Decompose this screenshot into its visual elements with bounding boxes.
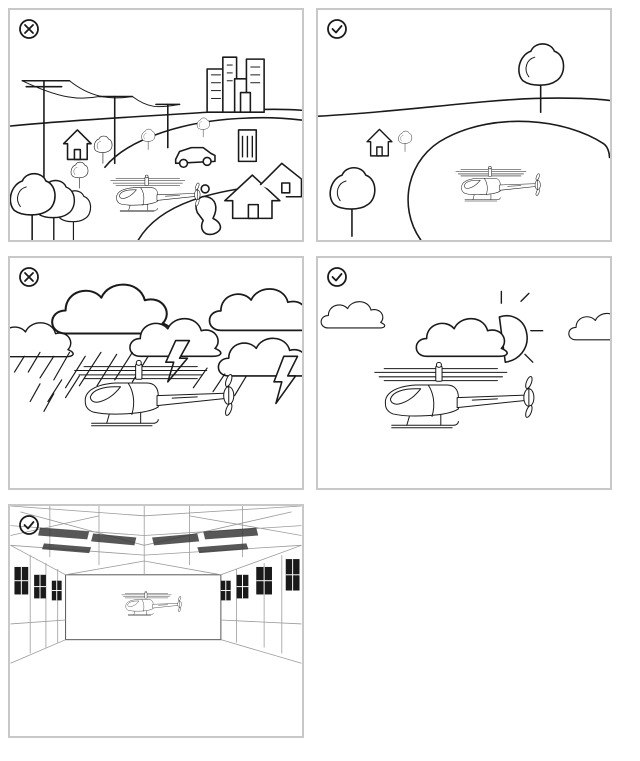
stormy-weather-illustration xyxy=(10,283,302,427)
check-circle-icon xyxy=(327,19,347,39)
x-circle-icon xyxy=(19,19,39,39)
house-icon xyxy=(224,162,302,220)
panel-indoor-hangar xyxy=(8,504,304,738)
city-park-illustration xyxy=(10,56,302,240)
panel-stormy-weather xyxy=(8,256,304,490)
storm-clouds-icon xyxy=(10,283,302,377)
car-icon xyxy=(174,146,216,169)
hangar-windows-icon xyxy=(14,559,300,601)
panel-sunny-weather xyxy=(316,256,612,490)
check-circle-icon xyxy=(327,267,347,287)
city-skyline-icon xyxy=(206,56,265,114)
x-circle-icon xyxy=(19,267,39,287)
panel-open-field xyxy=(316,8,612,242)
power-line-icon xyxy=(21,79,181,178)
trees-icon xyxy=(10,172,92,240)
open-field-illustration xyxy=(318,43,610,240)
panel-city-park xyxy=(8,8,304,242)
person-icon xyxy=(195,184,222,236)
check-circle-icon xyxy=(19,515,39,535)
sunny-weather-illustration xyxy=(320,290,610,429)
indoor-hangar-illustration xyxy=(10,506,302,664)
